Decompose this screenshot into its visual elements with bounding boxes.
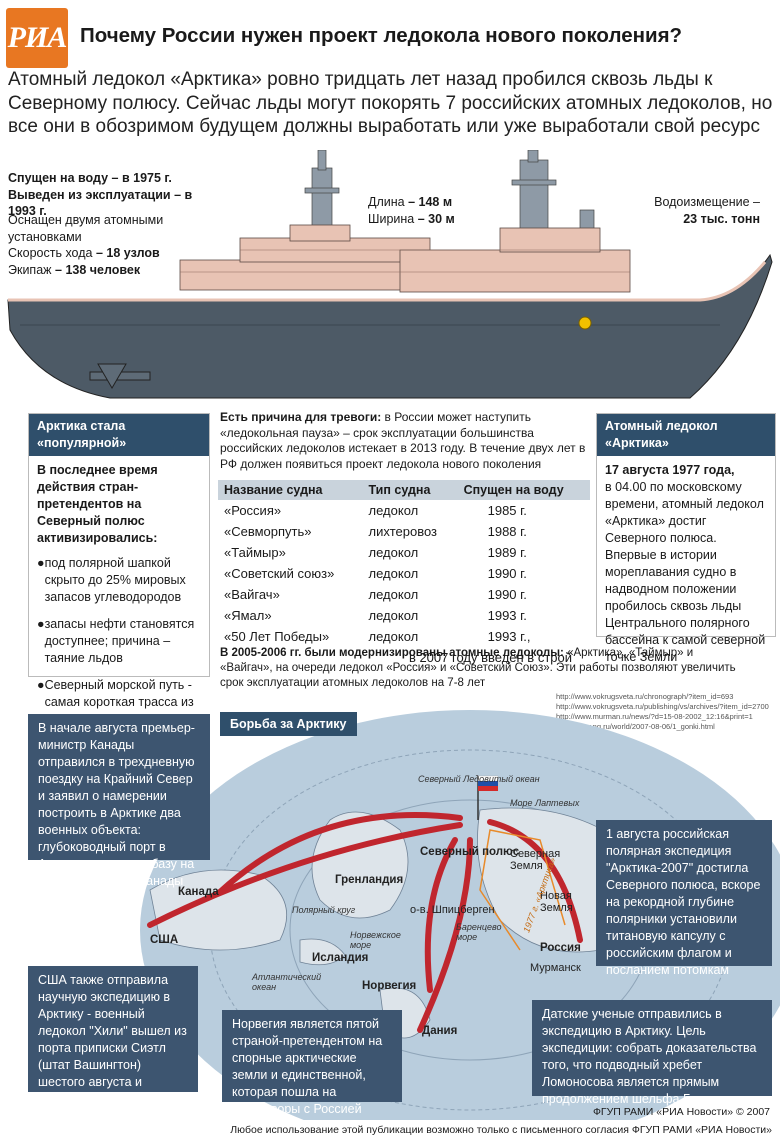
icebreaker-table: Название судна Тип судна Спущен на воду … xyxy=(218,480,590,668)
modernization-text: В 2005-2006 гг. были модернизированы ато… xyxy=(220,647,736,689)
reactors-text: Оснащен двумя атомными установками xyxy=(8,213,164,244)
table-header: Название судна xyxy=(218,480,363,500)
bullet-item: запасы нефти становятся доступнее; причи… xyxy=(44,617,195,665)
note-russia: 1 августа российская полярная экспедиция… xyxy=(596,820,772,977)
bullet-icon: ● xyxy=(37,678,45,692)
popular-arctic-box: Арктика стала «популярной» В последнее в… xyxy=(28,413,210,726)
label-russia: Россия xyxy=(540,942,581,954)
footer-notice: Любое использование этой публикации возм… xyxy=(230,1124,772,1136)
arktika-date: 17 августа 1977 года, xyxy=(605,463,735,477)
bullet-item: под полярной шапкой скрыто до 25% мировы… xyxy=(44,556,186,604)
label-spitsbergen: о-в. Шпицберген xyxy=(410,904,495,916)
arktika-text: в 04.00 по московскому времени, атомный … xyxy=(605,480,766,664)
label-usa: США xyxy=(150,934,179,946)
table-footnote-row: в 2007 году введен в строй xyxy=(408,650,572,665)
displacement-spec: Водоизмещение – 23 тыс. тонн xyxy=(654,195,760,226)
footer-copyright: ФГУП РАМИ «РИА Новости» © 2007 xyxy=(592,1106,770,1118)
label-severnaya-zemlya: Северная Земля xyxy=(510,848,561,872)
label-novaya-zemlya: Новая Земля xyxy=(540,890,573,914)
ria-logo: РИА xyxy=(6,8,68,68)
ship-specs: Оснащен двумя атомными установками Скоро… xyxy=(8,212,173,278)
note-denmark: Датские ученые отправились в экспедицию … xyxy=(532,1000,772,1106)
table-header: Тип судна xyxy=(362,480,458,500)
map-heading: Борьба за Арктику xyxy=(220,712,357,736)
note-canada: В начале августа премьер-министр Канады … xyxy=(28,714,210,888)
arktika-heading: Атомный ледокол «Арктика» xyxy=(597,414,775,456)
label-arctic-ocean: Северный Ледовитый океан xyxy=(418,774,540,784)
label-polar-circle: Полярный круг xyxy=(292,905,356,915)
label-murmansk: Мурманск xyxy=(530,962,581,974)
source-link[interactable]: http://www.ng.ru/world/2007-08-06/1_gonk… xyxy=(556,722,715,731)
label-atlantic: Атлантический океан xyxy=(252,972,322,992)
label-iceland: Исландия xyxy=(312,952,369,964)
launch-specs: Спущен на воду – в 1975 г. Выведен из эк… xyxy=(8,171,193,218)
label-barents: Баренцево море xyxy=(456,922,502,942)
popular-arctic-intro: В последнее время действия стран-претенд… xyxy=(37,463,158,545)
note-norway: Норвегия является пятой страной-претенде… xyxy=(222,1010,402,1116)
bullet-icon: ● xyxy=(37,617,45,631)
page-title: Почему России нужен проект ледокола ново… xyxy=(80,24,683,47)
source-link[interactable]: http://www.vokrugsveta.ru/chronograph/?i… xyxy=(556,692,734,701)
lead-paragraph: Атомный ледокол «Арктика» ровно тридцать… xyxy=(8,69,773,137)
arktika-box: Атомный ледокол «Арктика» 17 августа 197… xyxy=(596,413,776,664)
table-header: Спущен на воду xyxy=(457,480,590,500)
popular-arctic-heading: Арктика стала «популярной» xyxy=(29,414,209,456)
source-links: http://www.vokrugsveta.ru/chronograph/?i… xyxy=(556,692,769,732)
source-link[interactable]: http://www.murman.ru/news/?d=15-08-2002_… xyxy=(556,712,753,721)
note-usa: США также отправила научную экспедицию в… xyxy=(28,966,198,1123)
label-laptev: Море Лаптевых xyxy=(510,798,580,808)
icebreaker-illustration xyxy=(7,150,773,399)
label-canada: Канада xyxy=(178,886,219,898)
label-norway: Норвегия xyxy=(362,980,417,992)
label-denmark: Дания xyxy=(422,1025,458,1037)
alarm-text: Есть причина для тревоги: в России может… xyxy=(220,410,586,471)
source-link[interactable]: http://www.vokrugsveta.ru/publishing/vs/… xyxy=(556,702,769,711)
label-north-pole: Северный полюс xyxy=(420,846,520,858)
label-norwegian-sea: Норвежское море xyxy=(350,930,401,950)
bullet-icon: ● xyxy=(37,556,45,570)
label-greenland: Гренландия xyxy=(335,874,404,886)
dimension-specs: Длина – 148 м Ширина – 30 м xyxy=(368,195,455,226)
